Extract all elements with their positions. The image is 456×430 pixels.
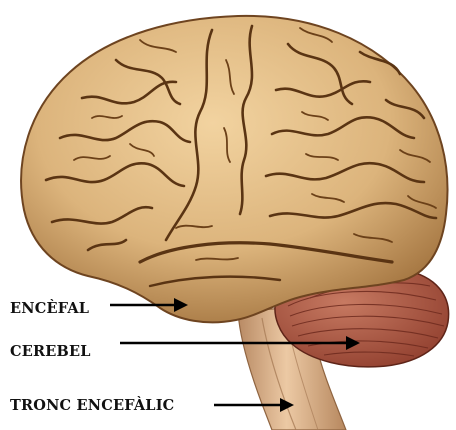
label-encefal: ENCÈFAL [10, 300, 89, 317]
label-cerebel: CEREBEL [10, 343, 91, 360]
label-tronc-encefalic: TRONC ENCEFÀLIC [10, 397, 174, 414]
